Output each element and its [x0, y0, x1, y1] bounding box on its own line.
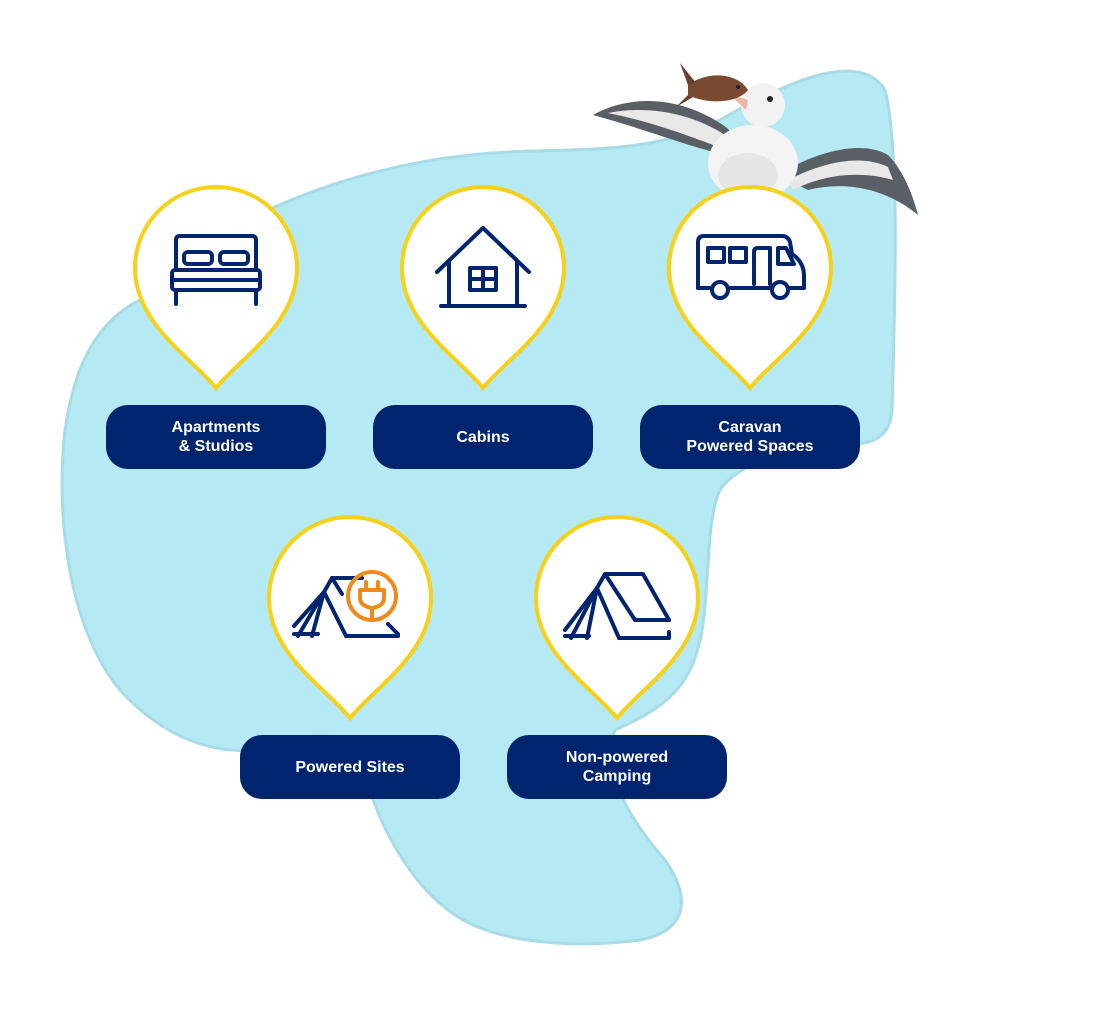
- albatross-mascot-icon: [593, 63, 918, 215]
- caravan-powered-spaces-button[interactable]: Caravan Powered Spaces: [640, 405, 860, 469]
- tent-icon: [563, 572, 671, 640]
- powered-sites-button[interactable]: Powered Sites: [240, 735, 460, 799]
- pin-apartments-studios[interactable]: [132, 182, 300, 394]
- pin-non-powered-camping[interactable]: [533, 512, 701, 724]
- apartments-studios-button[interactable]: Apartments & Studios: [106, 405, 326, 469]
- pin-powered-sites[interactable]: [266, 512, 434, 724]
- house-icon: [435, 226, 531, 308]
- powered-tent-icon: [292, 570, 400, 638]
- bed-icon: [170, 234, 262, 306]
- cabins-button[interactable]: Cabins: [373, 405, 593, 469]
- non-powered-camping-button[interactable]: Non-powered Camping: [507, 735, 727, 799]
- map-pin-icon: [266, 515, 434, 722]
- pin-cabins[interactable]: [399, 182, 567, 394]
- campervan-icon: [696, 234, 806, 300]
- map-pin-icon: [533, 515, 701, 722]
- pin-caravan-powered-spaces[interactable]: [666, 182, 834, 394]
